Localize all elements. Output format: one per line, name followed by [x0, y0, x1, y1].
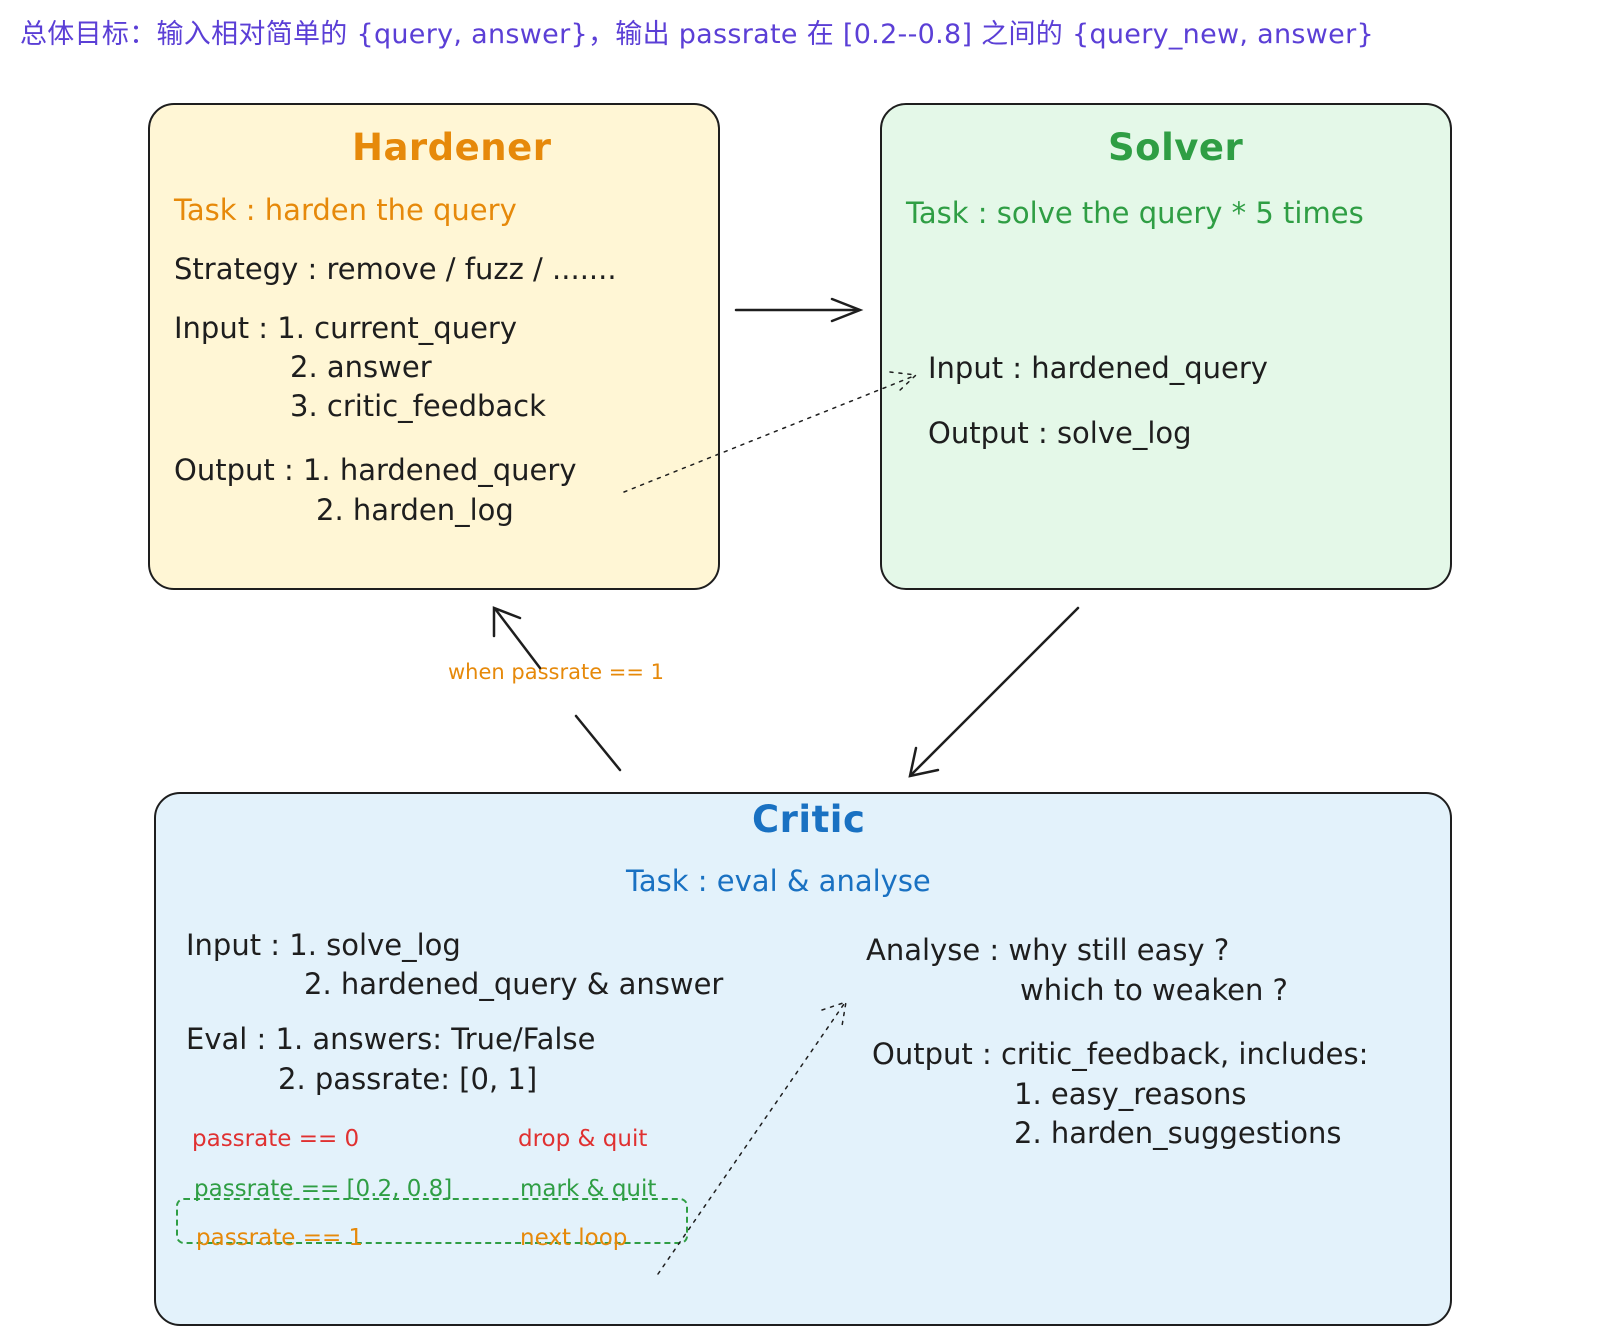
solver-to-critic-arrow	[908, 606, 1080, 778]
rule-condition-drop: passrate == 0	[192, 1126, 360, 1152]
hardener-input-label: Input : 1. current_query	[174, 311, 518, 345]
critic-eval-label: Eval : 1. answers: True/False	[186, 1022, 596, 1056]
rule-condition-loop: passrate == 1	[196, 1225, 364, 1251]
critic-output-label: Output : critic_feedback, includes:	[872, 1037, 1369, 1071]
solver-box	[880, 103, 1452, 590]
hardener-output-2: 2. harden_log	[316, 493, 514, 527]
critic-output-2: 2. harden_suggestions	[1014, 1116, 1342, 1150]
critic-task: Task : eval & analyse	[626, 864, 931, 898]
solver-title: Solver	[1108, 126, 1244, 169]
solver-task: Task : solve the query * 5 times	[906, 196, 1364, 230]
diagram-headline: 总体目标：输入相对简单的 {query, answer}，输出 passrate…	[20, 19, 1374, 50]
hardener-title: Hardener	[352, 126, 552, 169]
solver-output: Output : solve_log	[928, 416, 1192, 450]
hardener-input-3: 3. critic_feedback	[290, 389, 546, 423]
rule-action-drop: drop & quit	[518, 1126, 648, 1152]
critic-title: Critic	[752, 798, 866, 841]
critic-analyse-2: which to weaken ?	[1020, 973, 1288, 1007]
rule-condition-mark: passrate == [0.2, 0.8]	[194, 1176, 453, 1202]
hardener-to-solver-arrow	[734, 297, 864, 323]
rule-action-loop: next loop	[520, 1225, 628, 1251]
critic-output-1: 1. easy_reasons	[1014, 1077, 1247, 1111]
hardener-box	[148, 103, 720, 590]
hardener-task: Task : harden the query	[174, 193, 517, 227]
loop-label: when passrate == 1	[448, 660, 665, 684]
critic-input-label: Input : 1. solve_log	[186, 928, 461, 962]
critic-analyse-label: Analyse : why still easy ?	[866, 933, 1230, 967]
critic-input-2: 2. hardened_query & answer	[304, 967, 724, 1001]
hardener-output-label: Output : 1. hardened_query	[174, 453, 577, 487]
solver-input: Input : hardened_query	[928, 351, 1268, 385]
critic-eval-2: 2. passrate: [0, 1]	[278, 1062, 538, 1096]
hardener-input-2: 2. answer	[290, 350, 432, 384]
hardener-strategy: Strategy : remove / fuzz / .......	[174, 252, 617, 286]
rule-action-mark: mark & quit	[520, 1176, 657, 1202]
critic-to-hardener-arrow	[492, 606, 622, 772]
